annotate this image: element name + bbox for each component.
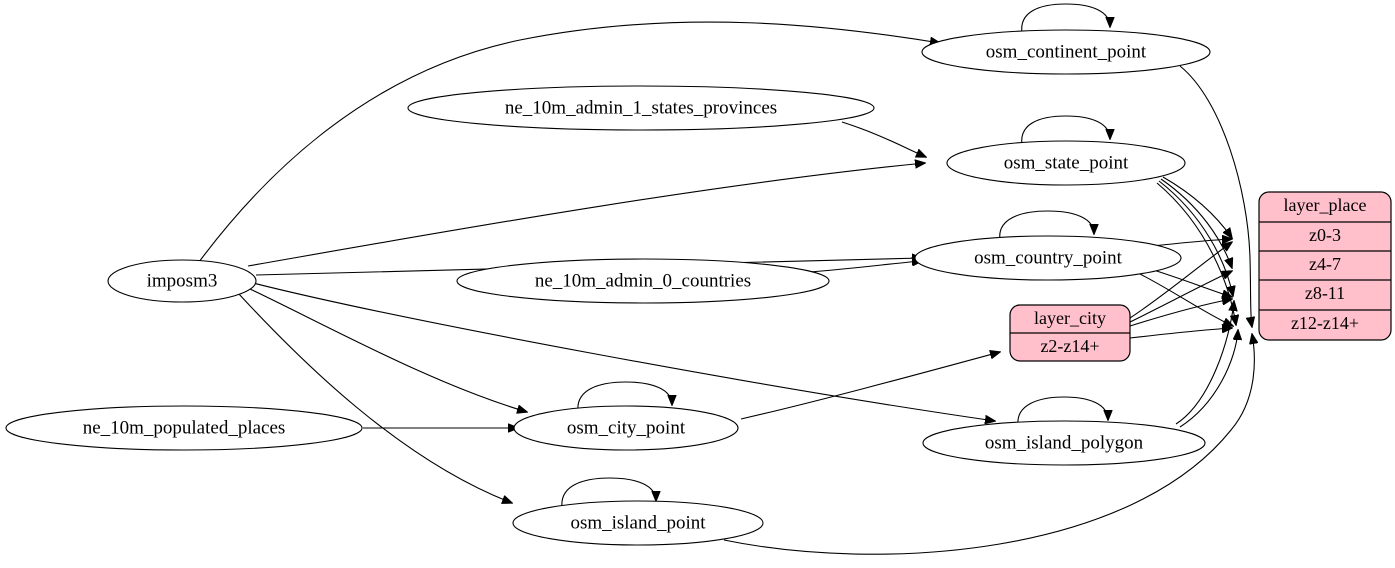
edge-osm_country_point-layer_place-z12 xyxy=(1139,273,1233,326)
record-layer_city[interactable]: layer_city z2-z14+ xyxy=(1009,304,1131,362)
record-layer_place-zoom-1: z4-7 xyxy=(1309,254,1341,274)
record-layer_place-title: layer_place xyxy=(1284,195,1367,215)
edge-layer_city-layer_place-z0 xyxy=(1129,242,1232,319)
node-ne_countries-label: ne_10m_admin_0_countries xyxy=(535,270,751,291)
node-osm_city_point-label: osm_city_point xyxy=(567,417,686,438)
node-osm_island_point[interactable]: osm_island_point xyxy=(512,500,764,546)
node-osm_island_point-label: osm_island_point xyxy=(570,512,706,533)
edge-osm_continent_point-layer_place-z12 xyxy=(1179,65,1252,327)
node-layer: imposm3 ne_10m_admin_1_states_provinces … xyxy=(5,29,1392,546)
edge-self-osm_city_point xyxy=(577,381,672,412)
edge-self-osm_island_polygon xyxy=(1017,396,1108,426)
node-ne_10m_populated_places[interactable]: ne_10m_populated_places xyxy=(5,405,363,451)
edge-osm_state_point-layer_place-z4 xyxy=(1160,178,1232,268)
edge-imposm3-osm_island_point xyxy=(237,292,512,503)
record-layer_place-zoom-0: z0-3 xyxy=(1309,225,1341,245)
edge-layer_city-layer_place-z4 xyxy=(1129,271,1232,323)
edge-osm_island_point-layer_place-z12 xyxy=(723,334,1254,555)
edge-imposm3-osm_city_point xyxy=(249,288,527,412)
edge-self-osm_country_point xyxy=(999,210,1094,241)
node-osm_city_point[interactable]: osm_city_point xyxy=(513,405,739,451)
edge-self-osm_state_point xyxy=(1021,115,1110,146)
record-layer_city-zoom-0: z2-z14+ xyxy=(1040,336,1099,356)
edge-imposm3-osm_continent_point xyxy=(195,21,940,267)
node-osm_island_polygon[interactable]: osm_island_polygon xyxy=(922,420,1206,466)
node-osm_state_point-label: osm_state_point xyxy=(1004,152,1129,173)
node-ne_places-label: ne_10m_populated_places xyxy=(83,417,286,438)
node-osm_country_point-label: osm_country_point xyxy=(974,247,1122,268)
edge-imposm3-osm_island_polygon xyxy=(252,282,995,421)
edge-imposm3-osm_state_point xyxy=(247,163,925,267)
edge-layer_city-layer_place-z8 xyxy=(1129,299,1232,327)
edge-ne_states-osm_state_point xyxy=(841,121,926,157)
node-ne_10m_admin_1_states_provinces[interactable]: ne_10m_admin_1_states_provinces xyxy=(407,85,875,131)
edge-layer_city-layer_place-z12 xyxy=(1129,328,1232,339)
node-osm_state_point[interactable]: osm_state_point xyxy=(946,140,1186,186)
edge-osm_state_point-layer_place-z0 xyxy=(1162,176,1232,238)
edge-osm_city_point-layer_city xyxy=(740,352,1000,420)
edge-osm_country_point-layer_place-z8 xyxy=(1146,267,1232,297)
record-layer_place-zoom-3: z12-z14+ xyxy=(1291,313,1359,333)
record-layer_place[interactable]: layer_place z0-3 z4-7 z8-11 z12-z14+ xyxy=(1258,191,1392,341)
node-imposm3-label: imposm3 xyxy=(147,270,218,291)
edge-ne_countries-osm_country_point xyxy=(809,261,922,273)
node-osm_continent_point[interactable]: osm_continent_point xyxy=(921,29,1211,75)
edge-osm_state_point-layer_place-z8 xyxy=(1158,180,1233,296)
edge-self-osm_continent_point xyxy=(1021,3,1110,34)
node-ne_10m_admin_0_countries[interactable]: ne_10m_admin_0_countries xyxy=(456,258,830,304)
edge-osm_island_polygon-layer_place-z8 xyxy=(1175,301,1234,425)
record-layer_place-zoom-2: z8-11 xyxy=(1305,283,1345,303)
node-osm_continent_point-label: osm_continent_point xyxy=(986,41,1147,62)
node-ne_states-label: ne_10m_admin_1_states_provinces xyxy=(505,97,777,118)
node-osm_island_polygon-label: osm_island_polygon xyxy=(985,432,1144,453)
node-imposm3[interactable]: imposm3 xyxy=(107,259,257,303)
edge-osm_island_polygon-layer_place-z12 xyxy=(1179,330,1238,428)
record-layer_city-title: layer_city xyxy=(1034,308,1106,328)
node-osm_country_point[interactable]: osm_country_point xyxy=(914,235,1182,281)
edge-layer xyxy=(195,3,1254,555)
edge-self-osm_island_point xyxy=(561,477,656,508)
